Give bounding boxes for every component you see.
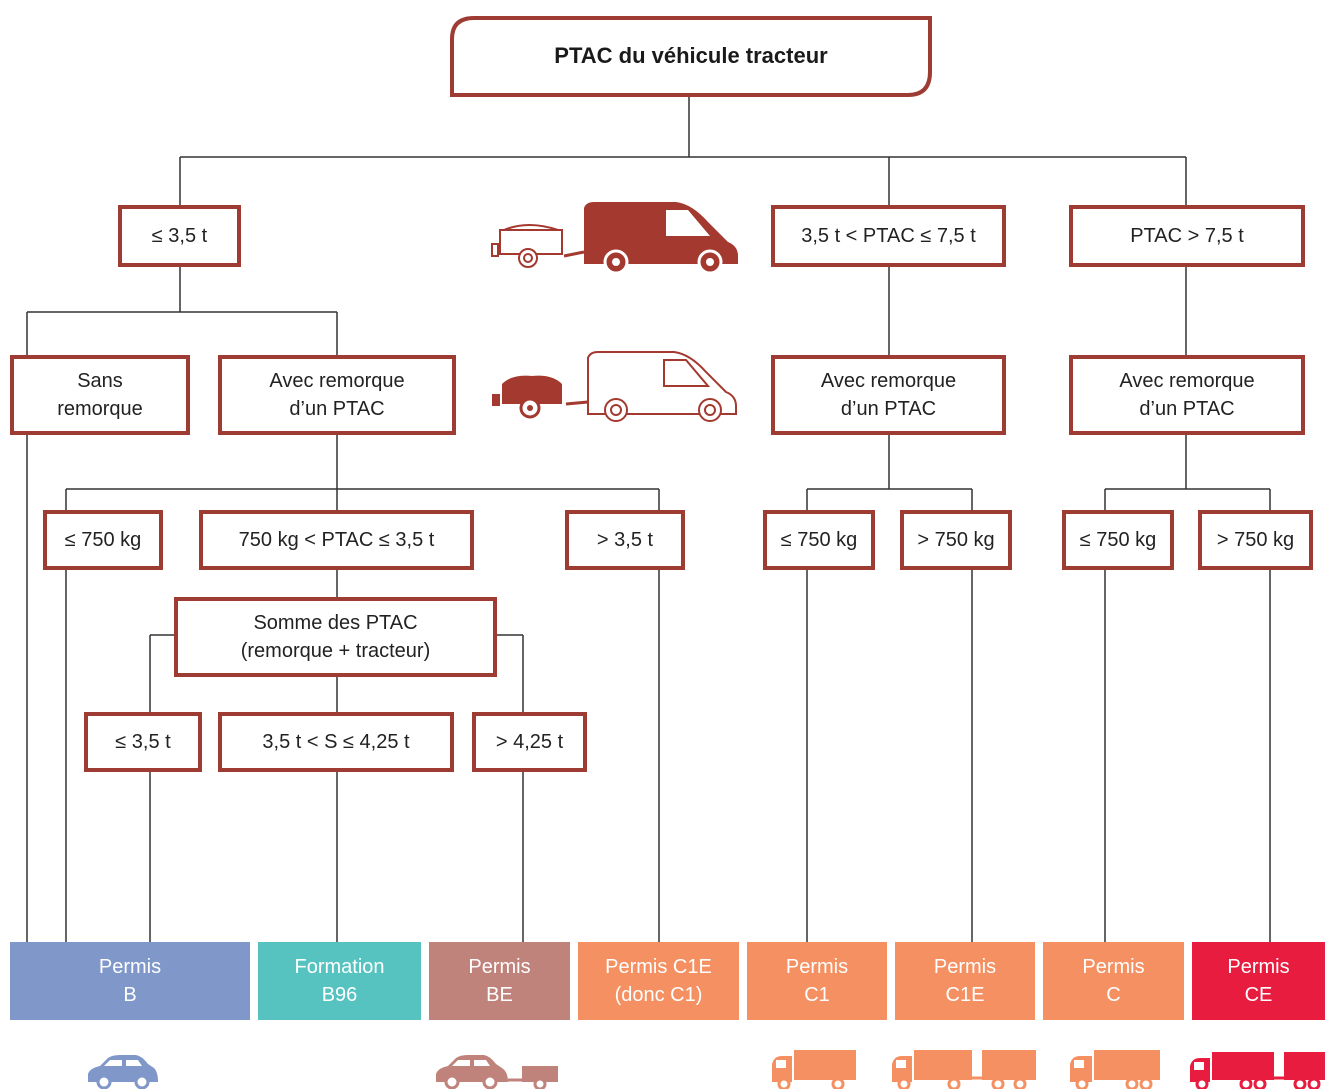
diagram-title-box: PTAC du véhicule tracteur <box>450 15 932 97</box>
van-outline-with-trailer-icon <box>492 351 737 422</box>
small-truck-with-trailer-icon <box>892 1050 1036 1089</box>
result-permis-c1e-donc-c1: Permis C1E (donc C1) <box>578 942 739 1020</box>
result-line1: Formation <box>294 956 385 978</box>
result-line1: Permis <box>468 956 531 978</box>
result-line2: (donc C1) <box>614 984 703 1006</box>
c1-trailer-le-750kg-box: ≤ 750 kg <box>763 510 875 570</box>
result-line2: B96 <box>321 984 358 1006</box>
ptac-gt-7-5t-box: PTAC > 7,5 t <box>1069 205 1305 267</box>
b-trailer-gt-3-5t-box: > 3,5 t <box>565 510 685 570</box>
b-trailer-750kg-to-3-5t-box: 750 kg < PTAC ≤ 3,5 t <box>199 510 474 570</box>
somme-ptac-box: Somme des PTAC(remorque + tracteur) <box>174 597 497 677</box>
ptac-3-5-to-7-5t-box: 3,5 t < PTAC ≤ 7,5 t <box>771 205 1006 267</box>
truck-icon <box>1070 1050 1160 1089</box>
result-line2: CE <box>1244 984 1273 1006</box>
sum-3-5-to-4-25t-box: 3,5 t < S ≤ 4,25 t <box>218 712 454 772</box>
b-trailer-le-750kg-box: ≤ 750 kg <box>43 510 163 570</box>
title-frame <box>450 16 932 97</box>
result-line2: C <box>1106 984 1121 1006</box>
result-line1: Permis <box>1227 956 1290 978</box>
diagram-title: PTAC du véhicule tracteur <box>554 43 828 68</box>
truck-with-trailer-icon <box>1190 1052 1325 1089</box>
car-with-trailer-icon <box>436 1055 558 1089</box>
result-line1: Permis <box>785 956 849 978</box>
result-line2: B <box>123 984 137 1006</box>
result-line2: BE <box>486 984 513 1006</box>
c1-trailer-gt-750kg-box: > 750 kg <box>900 510 1012 570</box>
sum-gt-4-25t-box: > 4,25 t <box>472 712 587 772</box>
van-with-trailer-icon <box>491 202 738 275</box>
result-line1: Permis C1E <box>605 956 712 978</box>
car-icon <box>88 1055 158 1089</box>
result-line2: C1 <box>804 984 830 1006</box>
result-line2: C1E <box>945 984 985 1006</box>
small-truck-icon <box>772 1050 856 1089</box>
result-line1: Permis <box>1082 956 1145 978</box>
c-trailer-gt-750kg-box: > 750 kg <box>1198 510 1313 570</box>
sum-le-3-5t-box: ≤ 3,5 t <box>84 712 202 772</box>
ptac-le-3-5t-box: ≤ 3,5 t <box>118 205 241 267</box>
c-trailer-le-750kg-box: ≤ 750 kg <box>1062 510 1174 570</box>
result-line1: Permis <box>98 956 162 978</box>
result-line1: Permis <box>933 956 997 978</box>
